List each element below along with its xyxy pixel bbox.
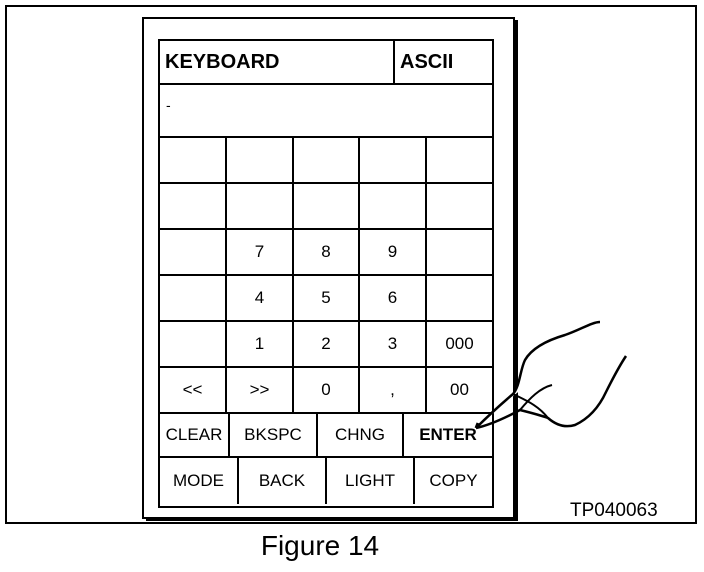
input-display[interactable]: - (160, 85, 492, 138)
key-24[interactable]: 000 (427, 322, 492, 368)
key-12[interactable]: 8 (294, 230, 360, 276)
figure-frame (5, 5, 697, 524)
chng-button[interactable]: CHNG (318, 414, 404, 458)
key-16[interactable]: 4 (227, 276, 294, 322)
blank-key[interactable] (160, 322, 227, 368)
key-23[interactable]: 3 (360, 322, 427, 368)
key-29[interactable]: 00 (427, 368, 492, 414)
blank-key[interactable] (294, 184, 360, 230)
blank-key[interactable] (427, 230, 492, 276)
key-11[interactable]: 7 (227, 230, 294, 276)
blank-key[interactable] (360, 184, 427, 230)
blank-key[interactable] (160, 138, 227, 184)
key-21[interactable]: 1 (227, 322, 294, 368)
key-17[interactable]: 5 (294, 276, 360, 322)
blank-key[interactable] (360, 138, 427, 184)
device-screen (142, 17, 515, 519)
blank-key[interactable] (294, 138, 360, 184)
blank-key[interactable] (427, 138, 492, 184)
figure-caption: Figure 14 (260, 530, 380, 561)
key-13[interactable]: 9 (360, 230, 427, 276)
input-mode-label[interactable]: ASCII (400, 50, 454, 73)
blank-key[interactable] (227, 138, 294, 184)
blank-key[interactable] (160, 230, 227, 276)
blank-key[interactable] (427, 276, 492, 322)
key-25[interactable]: << (160, 368, 227, 414)
key-26[interactable]: >> (227, 368, 294, 414)
key-22[interactable]: 2 (294, 322, 360, 368)
input-value: - (166, 97, 171, 113)
key-27[interactable]: 0 (294, 368, 360, 414)
keypad-header: KEYBOARD ASCII (160, 41, 492, 85)
mode-button[interactable]: MODE (160, 458, 239, 504)
copy-button[interactable]: COPY (429, 471, 478, 490)
keypad-title: KEYBOARD (160, 41, 395, 83)
figure-code: TP040063 (570, 500, 658, 521)
enter-button[interactable]: ENTER (404, 414, 492, 458)
light-button[interactable]: LIGHT (327, 458, 415, 504)
device-shadow (512, 20, 518, 521)
clear-button[interactable]: CLEAR (160, 414, 230, 458)
key-18[interactable]: 6 (360, 276, 427, 322)
blank-key[interactable] (427, 184, 492, 230)
blank-key[interactable] (160, 276, 227, 322)
key-28[interactable]: , (360, 368, 427, 414)
bkspc-button[interactable]: BKSPC (230, 414, 318, 458)
blank-key[interactable] (227, 184, 294, 230)
back-button[interactable]: BACK (239, 458, 327, 504)
blank-key[interactable] (160, 184, 227, 230)
